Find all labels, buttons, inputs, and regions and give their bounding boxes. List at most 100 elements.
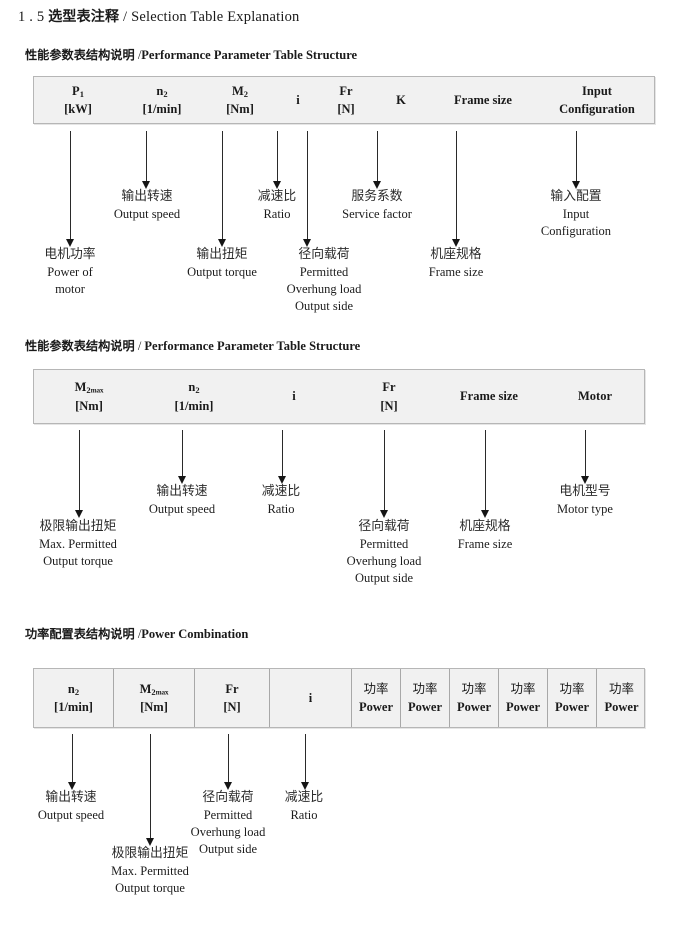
callout-output-torque-cn: 输出扭矩 bbox=[196, 247, 248, 262]
callout-frame-size: 机座规格 Frame size bbox=[429, 246, 484, 281]
callout-ratio-2: 减速比 Ratio bbox=[262, 483, 300, 518]
table1-col-n2-line2: [1/min] bbox=[142, 102, 182, 117]
callout-max-permitted-output-torque-en1: Max. Permitted bbox=[39, 536, 117, 551]
callout-permitted-overhung-load-3-en1: Permitted bbox=[203, 807, 253, 822]
callout-output-speed-3-cn: 输出转速 bbox=[45, 790, 97, 805]
callout-ratio-3: 减速比 Ratio bbox=[285, 789, 323, 824]
performance-parameter-table-1: P1 [kW] n2 [1/min] M2 [Nm] i Fr [N] K Fr… bbox=[33, 76, 655, 124]
callout-service-factor-en1: Service factor bbox=[342, 206, 412, 221]
callout-input-configuration-en1: Input bbox=[562, 206, 590, 221]
table1-col-p1-line1: P1 bbox=[72, 83, 84, 99]
table3-col-fr-line2: [N] bbox=[223, 700, 241, 714]
page-title: 1 . 5 选型表注释 / Selection Table Explanatio… bbox=[18, 6, 300, 26]
callout-permitted-overhung-load-cn: 径向载荷 bbox=[298, 247, 350, 262]
table1-col-m2: M2 [Nm] bbox=[202, 77, 278, 123]
section-heading-2-chinese: 性能参数表结构说明 bbox=[25, 339, 135, 353]
callout-ratio-3-en1: Ratio bbox=[290, 807, 318, 822]
section-heading-2-separator: / bbox=[137, 339, 142, 353]
table2-col-frame-size: Frame size bbox=[434, 370, 544, 423]
arrow-input-configuration bbox=[572, 131, 581, 189]
callout-output-torque: 输出扭矩 Output torque bbox=[187, 246, 257, 281]
callout-permitted-overhung-load-3-en2: Overhung load bbox=[190, 824, 266, 839]
table1-col-i-line1: i bbox=[296, 92, 300, 107]
callout-output-speed-2-cn: 输出转速 bbox=[156, 484, 208, 499]
callout-ratio-3-cn: 减速比 bbox=[284, 790, 324, 805]
table3-col-fr: Fr [N] bbox=[194, 669, 269, 727]
callout-permitted-overhung-load-3-en3: Output side bbox=[199, 842, 257, 857]
table1-col-p1-line2: [kW] bbox=[64, 102, 92, 117]
arrow-output-speed bbox=[142, 131, 151, 189]
section-heading-3-english: Power Combination bbox=[141, 627, 249, 641]
table3-col-power-1: 功率 Power bbox=[351, 669, 400, 727]
callout-input-configuration-en2: Configuration bbox=[540, 223, 612, 238]
callout-input-configuration: 输入配置 Input Configuration bbox=[541, 188, 611, 240]
callout-frame-size-2: 机座规格 Frame size bbox=[458, 518, 513, 553]
title-english: Selection Table Explanation bbox=[131, 9, 300, 25]
table2-col-m2max: M2max [Nm] bbox=[34, 370, 144, 423]
arrow-output-speed-3 bbox=[68, 734, 77, 790]
section-heading-2-english: Performance Parameter Table Structure bbox=[144, 339, 361, 353]
arrow-output-speed-2 bbox=[178, 430, 187, 484]
callout-output-speed-2: 输出转速 Output speed bbox=[149, 483, 215, 518]
table1-col-input-configuration-line1: Input bbox=[582, 83, 612, 98]
table3-col-fr-line1: Fr bbox=[225, 681, 239, 696]
callout-power-of-motor-en1: Power of bbox=[47, 264, 93, 279]
section-heading-1-chinese: 性能参数表结构说明 bbox=[25, 48, 135, 62]
callout-ratio-2-cn: 减速比 bbox=[261, 484, 301, 499]
table3-col-i: i bbox=[269, 669, 351, 727]
arrow-ratio bbox=[273, 131, 282, 189]
table3-col-power-4-line1: 功率 bbox=[510, 680, 536, 696]
arrow-permitted-overhung-load-2 bbox=[380, 430, 389, 518]
arrow-ratio-2 bbox=[278, 430, 287, 484]
table3-col-power-5-line2: Power bbox=[554, 700, 589, 714]
callout-output-torque-en1: Output torque bbox=[187, 264, 257, 279]
section-heading-3-chinese: 功率配置表结构说明 bbox=[25, 627, 135, 641]
table3-col-power-3: 功率 Power bbox=[449, 669, 498, 727]
table1-col-n2: n2 [1/min] bbox=[122, 77, 202, 123]
title-chinese: 选型表注释 bbox=[48, 9, 120, 25]
callout-output-speed-3: 输出转速 Output speed bbox=[38, 789, 104, 824]
table3-col-power-6: 功率 Power bbox=[596, 669, 646, 727]
section-heading-1-english: Performance Parameter Table Structure bbox=[141, 48, 358, 62]
table3-col-power-4-line2: Power bbox=[505, 700, 540, 714]
arrow-max-permitted-output-torque-3 bbox=[146, 734, 155, 846]
table3-col-power-6-line2: Power bbox=[604, 700, 639, 714]
table3-col-power-3-line1: 功率 bbox=[461, 680, 487, 696]
table2-col-fr: Fr [N] bbox=[344, 370, 434, 423]
table2-col-m2max-line2: [Nm] bbox=[75, 398, 103, 413]
table2-col-fr-line1: Fr bbox=[382, 380, 396, 395]
arrow-output-torque bbox=[218, 131, 227, 247]
arrow-permitted-overhung-load bbox=[303, 131, 312, 247]
table3-col-power-2-line2: Power bbox=[407, 700, 442, 714]
callout-ratio-en1: Ratio bbox=[263, 206, 291, 221]
callout-output-speed-2-en1: Output speed bbox=[148, 501, 216, 516]
callout-permitted-overhung-load-2: 径向载荷 Permitted Overhung load Output side bbox=[347, 518, 422, 587]
arrow-permitted-overhung-load-3 bbox=[224, 734, 233, 790]
table1-col-k: K bbox=[374, 77, 428, 123]
callout-permitted-overhung-load-en2: Overhung load bbox=[286, 281, 362, 296]
callout-frame-size-2-cn: 机座规格 bbox=[459, 519, 511, 534]
arrow-power-of-motor bbox=[66, 131, 75, 247]
callout-ratio-2-en1: Ratio bbox=[267, 501, 295, 516]
callout-max-permitted-output-torque-en2: Output torque bbox=[43, 553, 113, 568]
table3-col-power-2: 功率 Power bbox=[400, 669, 449, 727]
arrow-service-factor bbox=[373, 131, 382, 189]
table3-col-power-5: 功率 Power bbox=[547, 669, 596, 727]
callout-permitted-overhung-load-en3: Output side bbox=[295, 299, 353, 314]
callout-frame-size-en1: Frame size bbox=[428, 264, 484, 279]
section-heading-3: 功率配置表结构说明 /Power Combination bbox=[25, 624, 248, 642]
table1-col-frame-size: Frame size bbox=[428, 77, 538, 123]
callout-permitted-overhung-load-2-cn: 径向载荷 bbox=[358, 519, 410, 534]
callout-max-permitted-output-torque-3: 极限输出扭矩 Max. Permitted Output torque bbox=[111, 845, 189, 897]
table1-col-k-line1: K bbox=[396, 92, 406, 107]
table3-col-power-2-line1: 功率 bbox=[412, 680, 438, 696]
section-heading-1-separator: / bbox=[137, 48, 142, 62]
callout-permitted-overhung-load-2-en1: Permitted bbox=[359, 536, 409, 551]
table2-col-i: i bbox=[244, 370, 344, 423]
callout-permitted-overhung-load-2-en3: Output side bbox=[355, 571, 413, 586]
table1-col-fr-line2: [N] bbox=[337, 102, 355, 116]
performance-parameter-table-2: M2max [Nm] n2 [1/min] i Fr [N] Frame siz… bbox=[33, 369, 645, 424]
callout-permitted-overhung-load: 径向载荷 Permitted Overhung load Output side bbox=[287, 246, 362, 315]
callout-output-speed-cn: 输出转速 bbox=[121, 189, 173, 204]
